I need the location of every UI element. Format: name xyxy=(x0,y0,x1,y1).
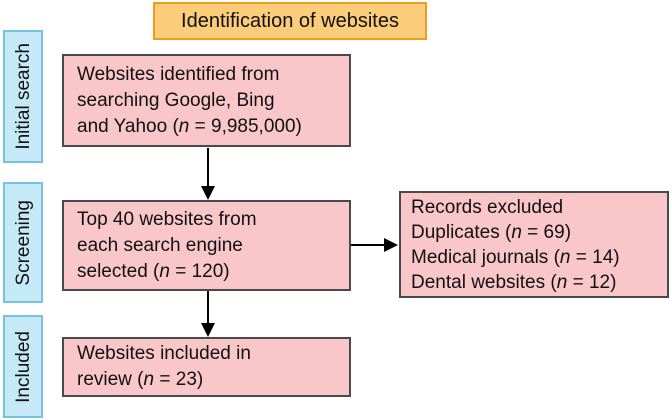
box-text-line: searching Google, Bing xyxy=(77,89,275,111)
diagram-title: Identification of websites xyxy=(181,9,399,32)
box-text-line: Medical journals (n = 14) xyxy=(411,246,620,268)
box-websites-identified: Websites identified from searching Google… xyxy=(62,54,351,147)
box-websites-screened: Top 40 websites from each search engine se… xyxy=(62,200,351,291)
box-text-line: Websites included in xyxy=(77,343,251,364)
box-text-line: and Yahoo (n = 9,985,000) xyxy=(77,115,302,137)
box-text-line: Records excluded xyxy=(411,196,564,218)
box-text-line: Duplicates (n = 69) xyxy=(411,221,572,243)
box-text-line: review (n = 23) xyxy=(77,369,204,390)
box-text-line: Websites identified from xyxy=(77,63,280,85)
stage-label-text: Included xyxy=(12,330,34,403)
box-text-line: selected (n = 120) xyxy=(77,260,230,282)
arrow-down-screened-to-included xyxy=(201,291,215,337)
stage-label-text: Initial search xyxy=(12,43,34,150)
stage-label-screening: Screening xyxy=(3,182,43,303)
arrow-right-screened-to-excluded xyxy=(351,238,398,252)
title-box: Identification of websites xyxy=(153,2,427,40)
stage-label-text: Screening xyxy=(12,199,34,286)
box-text-line: Top 40 websites from xyxy=(77,208,257,230)
stage-label-included: Included xyxy=(3,315,43,418)
box-text-line: Dental websites (n = 12) xyxy=(411,271,617,293)
box-websites-included: Websites included in review (n = 23) xyxy=(62,337,351,397)
stage-label-initial-search: Initial search xyxy=(3,30,43,163)
box-text-line: each search engine xyxy=(77,234,243,256)
arrow-down-identified-to-screened xyxy=(201,148,215,200)
